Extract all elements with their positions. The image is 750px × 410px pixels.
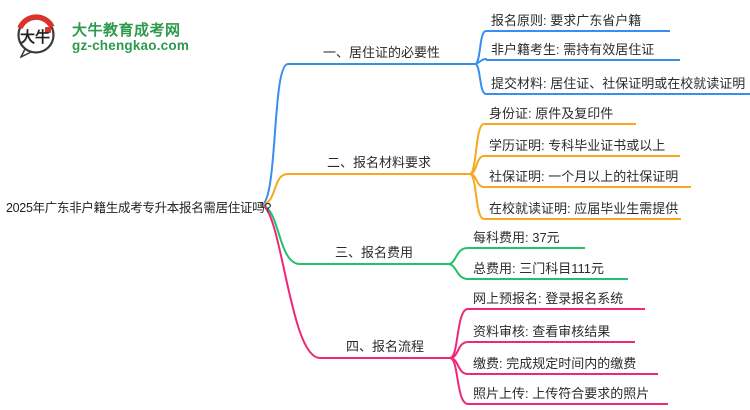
branch-3-item-2: 总费用: 三门科目111元 [468, 259, 628, 280]
connector-branch-3-item-1 [447, 247, 469, 265]
branch-3-item-1: 每科费用: 37元 [468, 228, 585, 249]
branch-2-label: 二、报名材料要求 [288, 153, 470, 175]
branch-1-label: 一、居住证的必要性 [288, 43, 475, 65]
root-junction-dot [259, 202, 265, 208]
branch-2-item-1: 身份证: 原件及复印件 [484, 104, 636, 125]
site-logo[interactable]: 大牛 大牛教育成考网 gz-chengkao.com [14, 12, 244, 64]
branch-4-label: 四、报名流程 [320, 337, 450, 359]
branch-3-label: 三、报名费用 [300, 243, 448, 265]
branch-1-item-1: 报名原则: 要求广东省户籍 [486, 11, 670, 32]
branch-1-item-2: 非户籍考生: 需持有效居住证 [486, 40, 680, 61]
branch-2-item-4: 在校就读证明: 应届毕业生需提供 [484, 199, 682, 220]
site-url: gz-chengkao.com [72, 38, 190, 53]
branch-4-item-4: 照片上传: 上传符合要求的照片 [468, 384, 668, 405]
branch-2-item-3: 社保证明: 一个月以上的社保证明 [484, 167, 691, 188]
branch-4-item-2: 资料审核: 查看审核结果 [468, 322, 635, 343]
branch-4-item-1: 网上预报名: 登录报名系统 [468, 289, 645, 310]
root-topic: 2025年广东非户籍生成考专升本报名需居住证吗? [6, 201, 272, 215]
badge-text: 大牛 [20, 28, 50, 46]
branch-2-item-2: 学历证明: 专科毕业证书或以上 [484, 136, 680, 157]
connector-root-branch-3 [261, 204, 301, 265]
connector-branch-1-item-3 [474, 63, 487, 95]
connector-branch-3-item-2 [447, 263, 469, 280]
connector-branch-2-item-4 [469, 173, 485, 220]
branch-1-item-3: 提交材料: 居住证、社保证明或在校就读证明 [486, 74, 750, 95]
connector-root-branch-4 [261, 204, 321, 359]
dainiu-badge-icon: 大牛 [17, 14, 55, 58]
connector-root-branch-1 [261, 63, 289, 206]
connector-branch-4-item-4 [449, 357, 469, 405]
branch-4-item-3: 缴费: 完成规定时间内的缴费 [468, 354, 658, 375]
connector-root-branch-2 [261, 173, 289, 206]
site-name: 大牛教育成考网 [72, 22, 181, 39]
